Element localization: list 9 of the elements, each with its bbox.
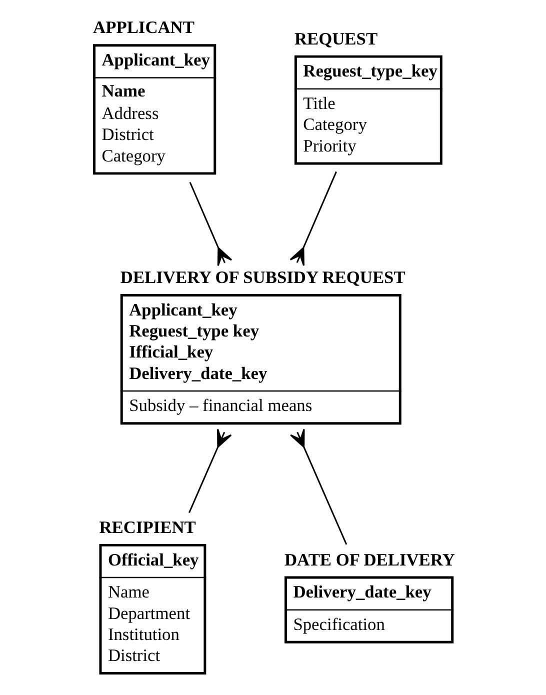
connector [290, 171, 337, 266]
node-label: REQUEST [294, 28, 378, 48]
connector [290, 428, 348, 545]
node-label: APPLICANT [93, 17, 194, 38]
node-label: DATE OF DELIVERY [284, 549, 455, 570]
connector [189, 182, 232, 266]
connector [188, 428, 232, 513]
node-label: DELIVERY OF SUBSIDY REQUEST [120, 267, 406, 288]
node-label: RECIPIENT [99, 517, 196, 538]
